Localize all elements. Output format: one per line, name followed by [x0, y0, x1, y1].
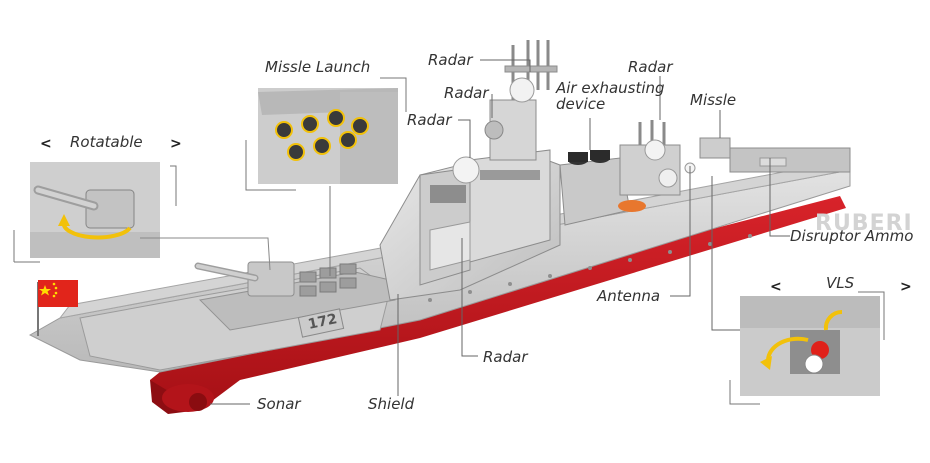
arrow-right-vls: > [900, 279, 912, 295]
arrow-left-rotatable: < [40, 136, 52, 152]
ship-hull [150, 196, 846, 414]
label-missile-launch: Missle Launch [265, 58, 371, 76]
inset-vls [729, 291, 885, 405]
leader-lines [210, 59, 790, 405]
missile-launcher [699, 137, 851, 173]
inset-missile-launch [245, 77, 407, 276]
superstructure [379, 40, 561, 301]
label-radar-left: Radar [407, 111, 452, 129]
rotate-arrow-icon [61, 221, 132, 240]
inset-rotatable [13, 162, 271, 271]
watermark: RUBERI [815, 211, 913, 236]
arrow-right-rotatable: > [170, 136, 182, 152]
label-rotatable: Rotatable [70, 133, 143, 151]
label-shield: Shield [368, 395, 415, 413]
label-radar-right: Radar [628, 58, 673, 76]
china-flag [37, 280, 78, 336]
label-radar-mid: Radar [444, 84, 489, 102]
label-antenna: Antenna [597, 287, 661, 305]
main-gun [194, 261, 295, 297]
label-missile: Missle [690, 91, 737, 109]
arrow-left-vls: < [770, 279, 782, 295]
label-air-exhausting: Air exhausting device [556, 79, 665, 113]
label-sonar: Sonar [257, 395, 301, 413]
air-exhaust-device [559, 150, 646, 226]
forward-vls [299, 263, 357, 297]
label-vls: VLS [826, 274, 855, 292]
rear-radar [619, 120, 696, 196]
label-radar-bottom: Radar [483, 348, 528, 366]
label-radar-top: Radar [428, 51, 473, 69]
label-disruptor-ammo: Disruptor Ammo [790, 227, 914, 245]
